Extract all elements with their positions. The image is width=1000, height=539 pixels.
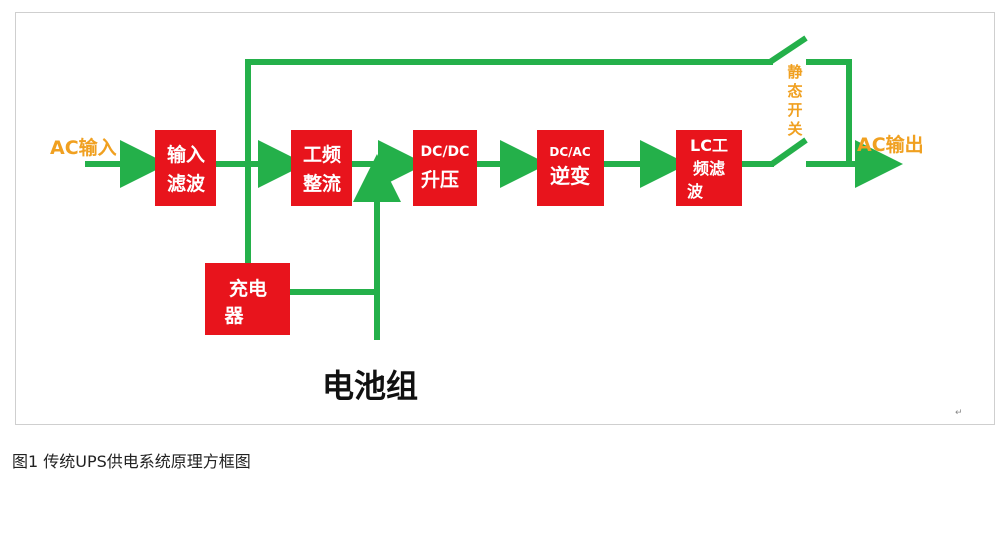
rectifier-line2: 整流 [303, 172, 341, 195]
static-switch-char4: 关 [787, 120, 802, 138]
diagram-frame [15, 12, 995, 425]
return-mark: ↵ [955, 408, 963, 418]
lc-filter-line3: 波 [687, 182, 704, 201]
inverter-line1: DC/AC [549, 145, 590, 159]
box-inverter [537, 130, 604, 206]
rectifier-line1: 工频 [303, 143, 341, 166]
line-switch-lower-blade [770, 137, 808, 167]
battery-label: 电池组 [322, 367, 418, 405]
line-switch-upper-blade [768, 35, 808, 65]
static-switch-char2: 态 [787, 82, 802, 100]
box-lc-filter [676, 130, 742, 206]
lc-filter-line2: 频滤 [693, 159, 725, 178]
charger-line1: 充电 [229, 277, 267, 300]
input-filter-line1: 输入 [167, 143, 205, 166]
charger-line2: 器 [223, 305, 244, 327]
dcdc-line2: 升压 [421, 169, 459, 191]
static-switch-char1: 静 [787, 63, 802, 81]
box-input-filter [155, 130, 216, 206]
static-switch-char3: 开 [787, 101, 802, 119]
inverter-line2: 逆变 [550, 164, 590, 188]
ac-output-label: AC输出 [857, 133, 924, 156]
input-filter-line2: 滤波 [167, 172, 206, 195]
box-dcdc [413, 130, 477, 206]
box-rectifier [291, 130, 352, 206]
ac-input-label: AC输入 [50, 136, 117, 159]
figure-caption: 图1 传统UPS供电系统原理方框图 [12, 452, 251, 471]
lc-filter-line1: LC工 [690, 136, 728, 155]
box-charger [205, 263, 290, 335]
dcdc-line1: DC/DC [421, 144, 470, 160]
